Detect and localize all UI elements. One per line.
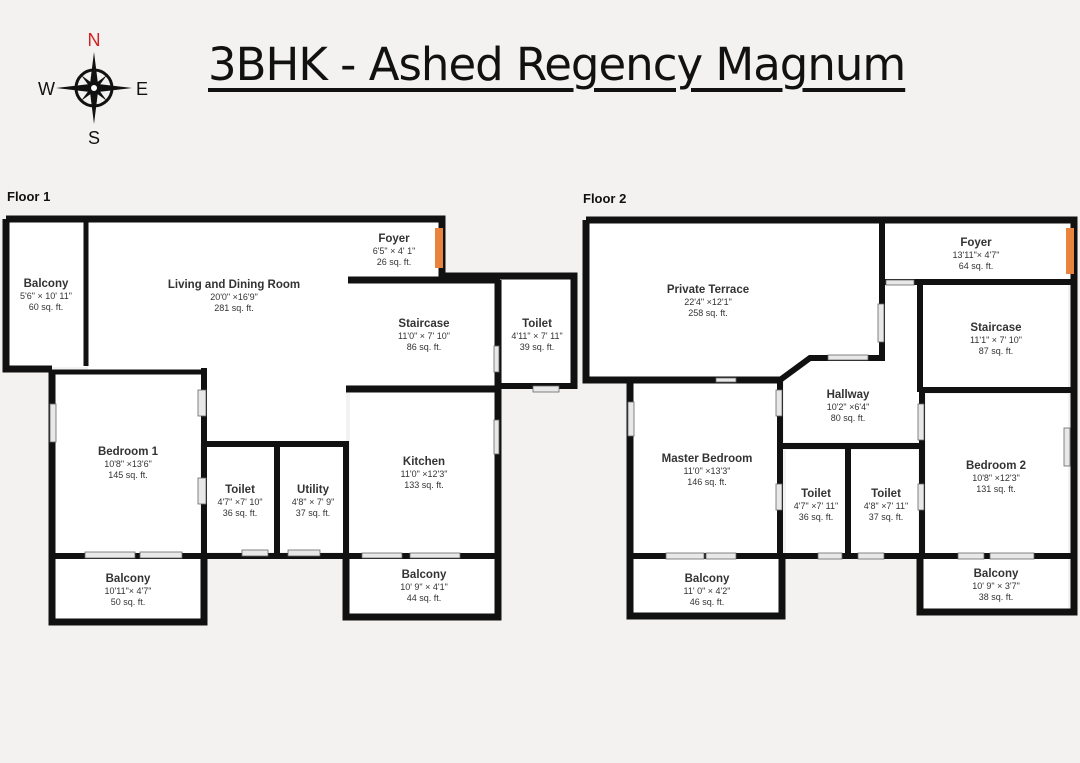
room-f1-balcony-west: Balcony 5'6" × 10' 11" 60 sq. ft. [0,278,126,312]
room-area: 258 sq. ft. [688,307,728,318]
room-area: 86 sq. ft. [406,341,442,352]
compass-north-label: N [88,30,101,50]
compass-east-label: E [136,79,148,99]
room-area: 36 sq. ft. [222,507,258,518]
room-f1-staircase: Staircase 11'0" × 7' 10" 86 sq. ft. [344,318,504,352]
room-area: 38 sq. ft. [978,591,1014,602]
room-name: Balcony [105,573,151,585]
room-f2-toilet-east: Toilet 4'8" ×7' 11" 37 sq. ft. [806,488,966,522]
room-dimensions: 10'2" ×6'4" [826,402,870,413]
floor-2-label: Floor 2 [583,191,627,206]
room-name: Foyer [960,237,992,249]
room-dimensions: 5'6" × 10' 11" [20,291,72,302]
room-name: Toilet [871,488,901,500]
room-f2-toilet-west: Toilet 4'7" ×7' 11" 36 sq. ft. [736,488,896,522]
room-area: 37 sq. ft. [295,507,331,518]
room-dimensions: 10' 9" × 3'7" [972,581,1020,592]
room-area: 80 sq. ft. [830,412,866,423]
room-area: 26 sq. ft. [376,256,412,267]
room-area: 146 sq. ft. [687,476,727,487]
room-f1-balcony-south-east: Balcony 10' 9" × 4'1" 44 sq. ft. [344,569,504,603]
room-area: 131 sq. ft. [976,483,1016,494]
room-f1-living-dining: Living and Dining Room 20'0" ×16'9" 281 … [154,279,314,313]
room-name: Balcony [23,278,69,290]
room-area: 36 sq. ft. [798,511,834,522]
room-name: Hallway [826,389,870,401]
floor-2-plan [582,216,1078,620]
room-f1-toilet-east: Toilet 4'11" × 7' 11" 39 sq. ft. [457,318,617,352]
compass-rose-icon: N S W E [38,30,148,146]
room-f2-hallway: Hallway 10'2" ×6'4" 80 sq. ft. [768,389,928,423]
room-dimensions: 11'0" ×13'3" [683,466,731,477]
room-name: Toilet [225,484,255,496]
room-dimensions: 4'11" × 7' 11" [511,331,563,342]
room-area: 145 sq. ft. [108,469,148,480]
room-name: Toilet [522,318,552,330]
room-area: 87 sq. ft. [978,345,1014,356]
room-dimensions: 4'7" ×7' 10" [217,497,263,508]
floor-1-plan [2,215,578,626]
room-area: 60 sq. ft. [28,301,64,312]
room-area: 281 sq. ft. [214,302,254,313]
room-dimensions: 10' 9" × 4'1" [400,582,448,593]
page-title: 3BHK - Ashed Regency Magnum [208,38,906,91]
room-area: 50 sq. ft. [110,596,146,607]
room-dimensions: 11'0" × 7' 10" [398,331,450,342]
room-dimensions: 11'0" ×12'3" [400,469,448,480]
room-name: Staircase [970,322,1022,334]
room-f1-toilet-center: Toilet 4'7" ×7' 10" 36 sq. ft. [160,484,320,518]
room-f1-kitchen: Kitchen 11'0" ×12'3" 133 sq. ft. [344,456,504,490]
room-f1-bedroom-1: Bedroom 1 10'8" ×13'6" 145 sq. ft. [48,446,208,480]
room-f2-balcony-east: Balcony 10' 9" × 3'7" 38 sq. ft. [916,568,1076,602]
room-dimensions: 13'11"× 4'7" [952,250,1000,261]
room-name: Balcony [401,569,447,581]
room-f2-staircase: Staircase 11'1" × 7' 10" 87 sq. ft. [916,322,1076,356]
compass-south-label: S [88,128,100,146]
room-area: 44 sq. ft. [406,592,442,603]
room-f1-utility: Utility 4'8" × 7' 9" 37 sq. ft. [233,484,393,518]
room-dimensions: 4'8" ×7' 11" [863,501,909,512]
room-f1-balcony-south-west: Balcony 10'11"× 4'7" 50 sq. ft. [48,573,208,607]
room-dimensions: 22'4" ×12'1" [684,297,732,308]
compass-west-label: W [38,79,55,99]
room-name: Balcony [684,573,730,585]
room-dimensions: 6'5" × 4' 1" [372,246,416,257]
room-name: Staircase [398,318,450,330]
room-name: Master Bedroom [661,453,753,465]
room-dimensions: 11'1" × 7' 10" [970,335,1022,346]
room-name: Balcony [973,568,1019,580]
room-dimensions: 20'0" ×16'9" [210,292,258,303]
room-area: 37 sq. ft. [868,511,904,522]
room-area: 39 sq. ft. [519,341,555,352]
room-dimensions: 10'11"× 4'7" [104,586,152,597]
room-name: Kitchen [402,456,446,468]
room-dimensions: 10'8" ×12'3" [972,473,1020,484]
room-name: Toilet [801,488,831,500]
room-area: 133 sq. ft. [404,479,444,490]
room-f2-balcony-west: Balcony 11' 0" × 4'2" 46 sq. ft. [627,573,787,607]
room-f2-bedroom-2: Bedroom 2 10'8" ×12'3" 131 sq. ft. [916,460,1076,494]
floor-1-label: Floor 1 [7,189,51,204]
room-f2-private-terrace: Private Terrace 22'4" ×12'1" 258 sq. ft. [628,284,788,318]
room-area: 64 sq. ft. [958,260,994,271]
room-name: Bedroom 1 [97,446,159,458]
room-name: Bedroom 2 [965,460,1027,472]
room-dimensions: 11' 0" × 4'2" [683,586,731,597]
room-dimensions: 10'8" ×13'6" [104,459,152,470]
room-f2-foyer: Foyer 13'11"× 4'7" 64 sq. ft. [896,237,1056,271]
room-f2-master-bedroom: Master Bedroom 11'0" ×13'3" 146 sq. ft. [627,453,787,487]
room-area: 46 sq. ft. [689,596,725,607]
room-dimensions: 4'8" × 7' 9" [291,497,335,508]
room-f1-foyer: Foyer 6'5" × 4' 1" 26 sq. ft. [314,233,474,267]
room-dimensions: 4'7" ×7' 11" [793,501,839,512]
room-name: Utility [297,484,329,496]
room-name: Private Terrace [666,284,750,296]
room-name: Foyer [378,233,410,245]
room-name: Living and Dining Room [167,279,301,291]
